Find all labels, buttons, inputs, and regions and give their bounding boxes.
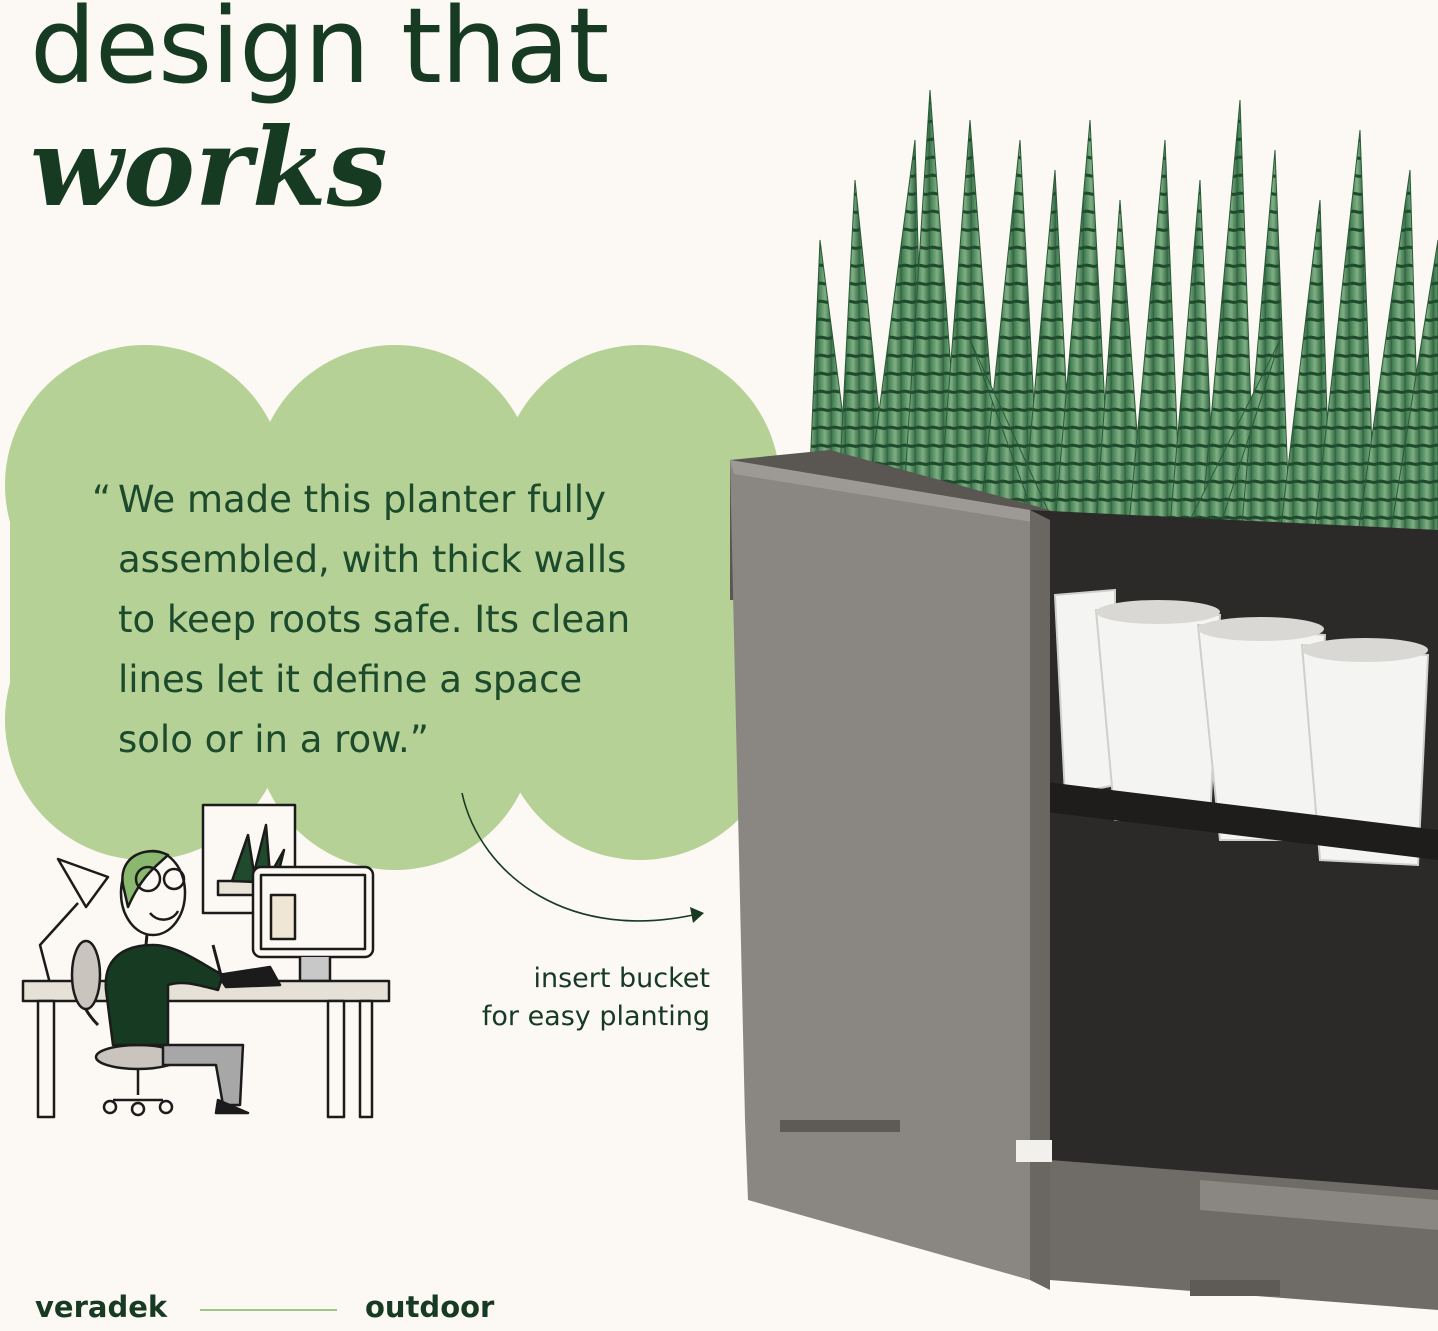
footer: veradek outdoor	[35, 1290, 515, 1330]
category-label: outdoor	[365, 1290, 495, 1324]
headline: design that works	[30, 0, 609, 231]
quote-cloud-background	[5, 345, 780, 870]
curved-arrow-icon	[461, 792, 704, 923]
quote-line: We made this planter fully	[118, 478, 607, 521]
quote-line: solo or in a row.”	[118, 718, 429, 761]
caption-line-2: for easy planting	[481, 1001, 710, 1032]
quote-line: assembled, with thick walls	[118, 538, 627, 581]
planter-with-snake-plants-image	[730, 89, 1438, 1310]
person-at-desk-drawing-illustration	[21, 803, 391, 1119]
quote-text: “ We made this planter fully assembled, …	[92, 470, 738, 770]
headline-line-2: works	[30, 105, 388, 231]
headline-line-1: design that	[30, 0, 609, 107]
quote-open-mark: “	[92, 478, 112, 521]
quote-line: lines let it define a space	[118, 658, 583, 701]
quote-line: to keep roots safe. Its clean	[118, 598, 631, 641]
insert-bucket-caption: insert bucket for easy planting	[440, 960, 710, 1036]
brand-name: veradek	[35, 1290, 168, 1324]
caption-line-1: insert bucket	[533, 963, 710, 994]
footer-divider	[200, 1309, 337, 1311]
